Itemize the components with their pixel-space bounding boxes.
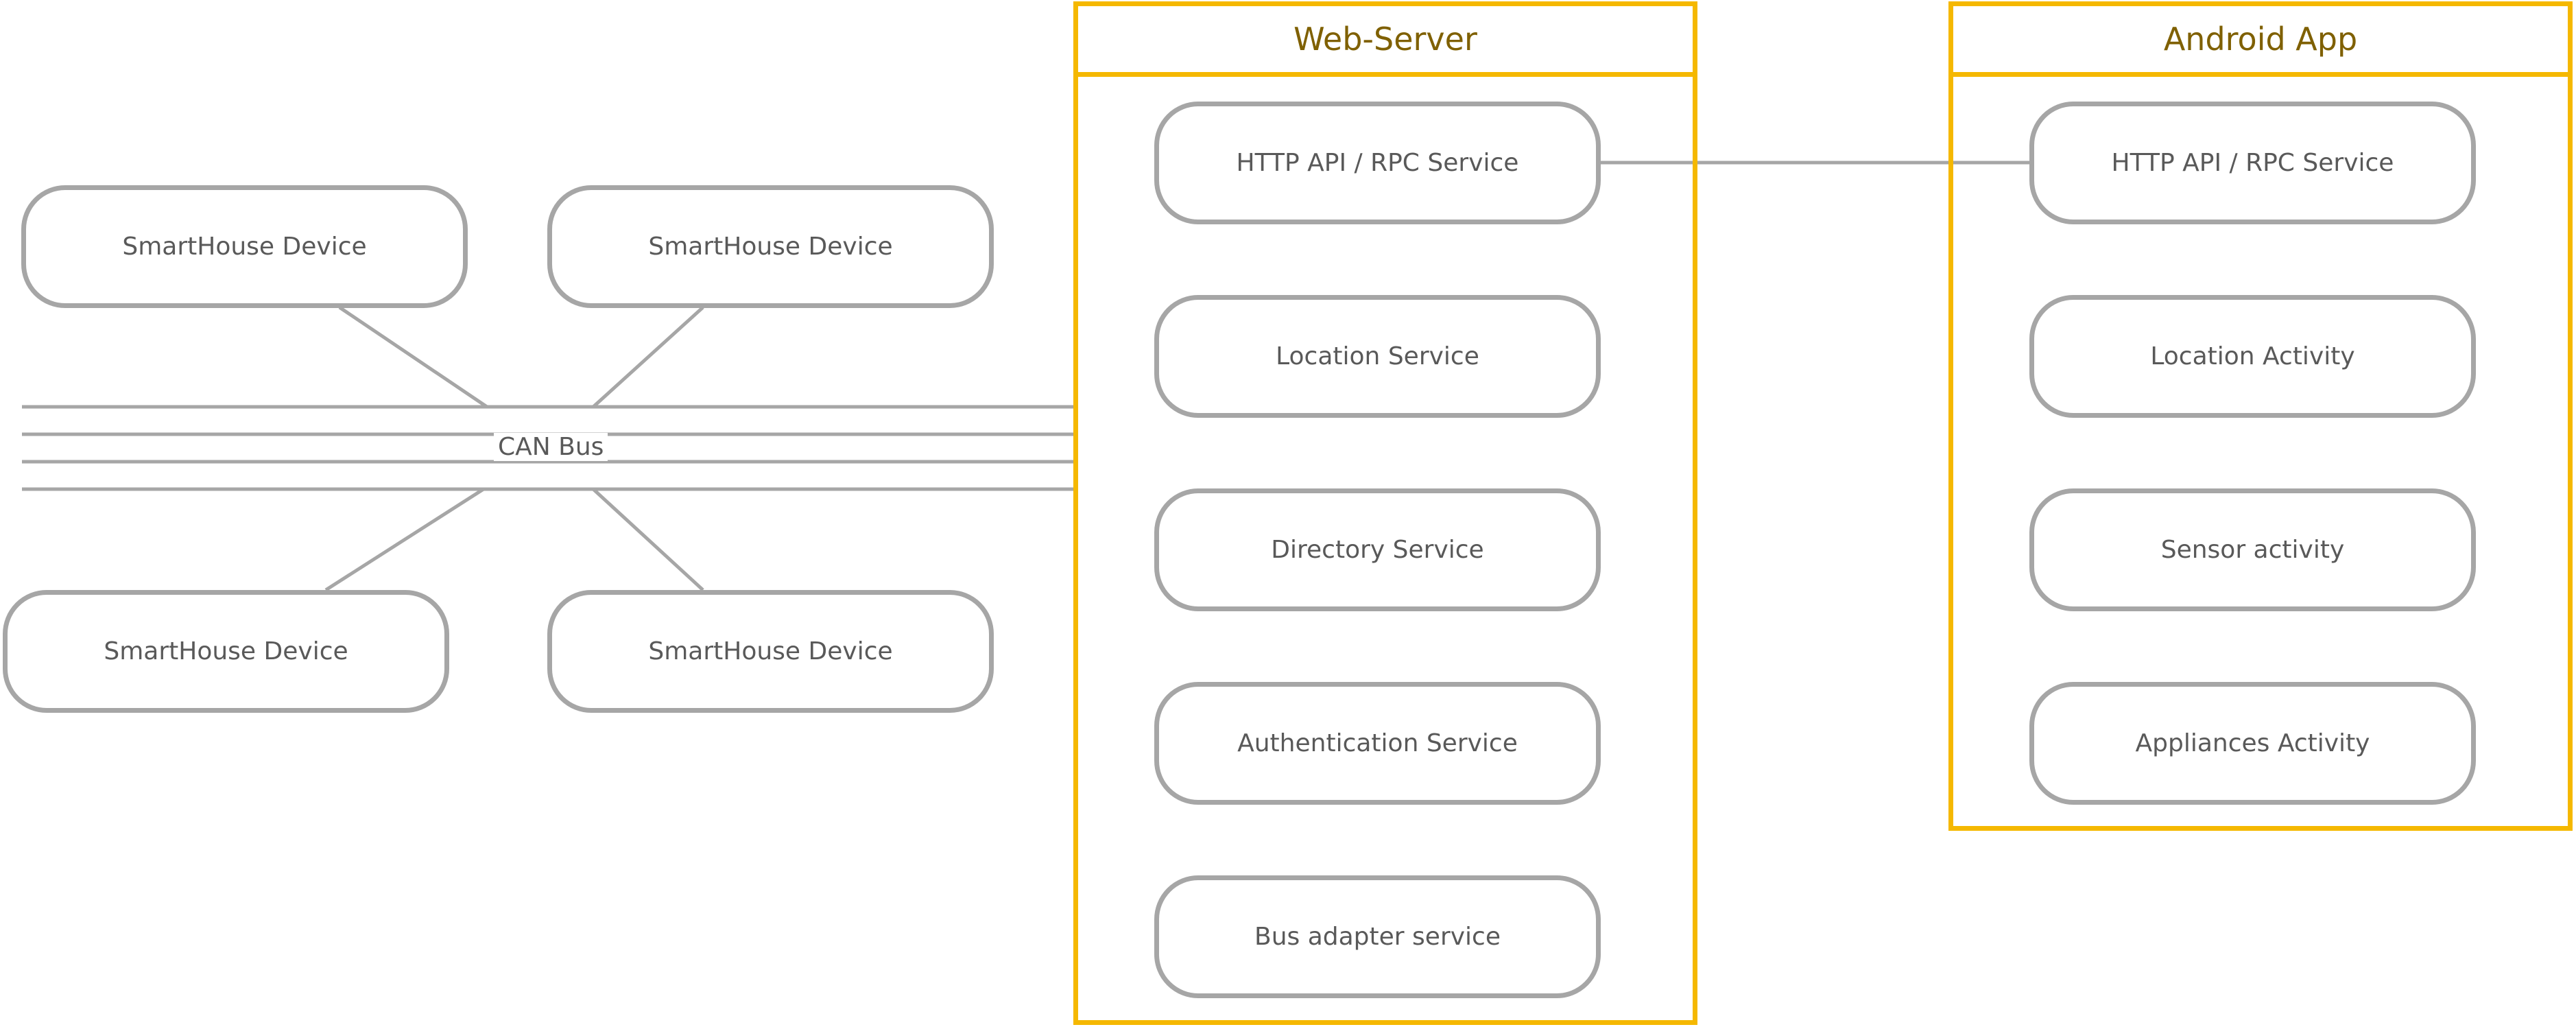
- device-1-connector: [338, 305, 488, 409]
- android-app-component-node: HTTP API / RPC Service: [2029, 102, 2476, 224]
- android-app-component-node: Appliances Activity: [2029, 682, 2476, 805]
- android-app-container: Android App: [1948, 1, 2573, 831]
- web-server-title: Web-Server: [1078, 6, 1693, 77]
- can-bus-label: CAN Bus: [494, 433, 608, 461]
- smarthouse-device-node: SmartHouse Device: [3, 590, 449, 713]
- android-app-title: Android App: [1953, 6, 2568, 77]
- smarthouse-device-node: SmartHouse Device: [21, 185, 468, 308]
- android-app-component-node: Location Activity: [2029, 295, 2476, 418]
- device-4-connector: [592, 488, 704, 591]
- smarthouse-device-node: SmartHouse Device: [547, 185, 994, 308]
- web-server-service-node: Authentication Service: [1154, 682, 1601, 805]
- web-server-service-node: Directory Service: [1154, 488, 1601, 611]
- android-app-component-node: Sensor activity: [2029, 488, 2476, 611]
- device-2-connector: [592, 306, 704, 408]
- smarthouse-device-node: SmartHouse Device: [547, 590, 994, 713]
- device-3-connector: [324, 487, 485, 592]
- web-server-service-node: Location Service: [1154, 295, 1601, 418]
- web-server-service-node: HTTP API / RPC Service: [1154, 102, 1601, 224]
- web-server-service-node: Bus adapter service: [1154, 875, 1601, 998]
- web-server-container: Web-Server: [1073, 1, 1697, 1025]
